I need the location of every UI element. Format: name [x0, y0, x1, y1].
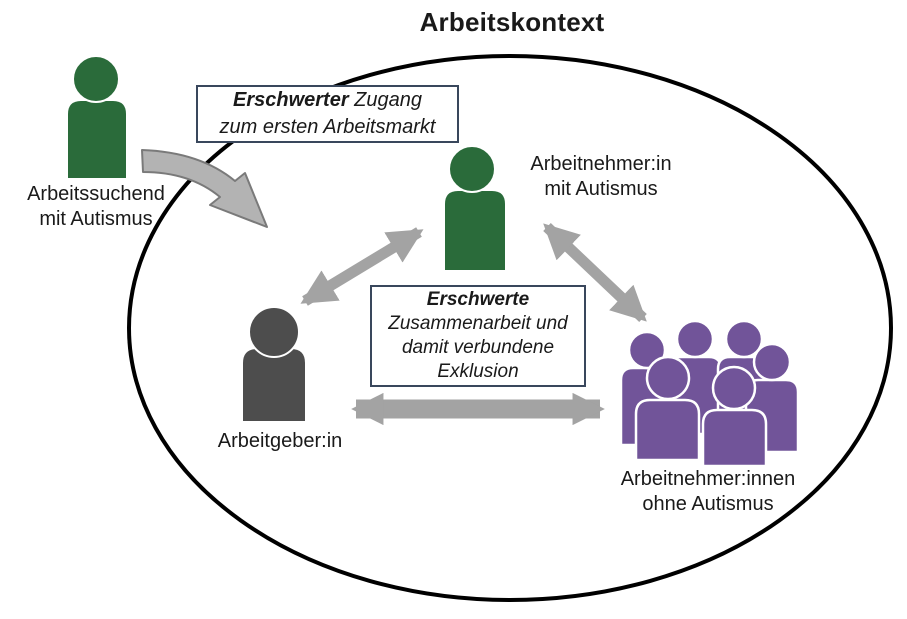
- access-callout-line2: zum ersten Arbeitsmarkt: [219, 116, 436, 138]
- employees-without-autism-label: Arbeitnehmer:innen ohne Autismus: [597, 467, 819, 517]
- diagram-title: Arbeitskontext: [419, 7, 605, 37]
- collaboration-callout-line1: Erschwerte: [426, 289, 530, 310]
- collaboration-callout-line2: Zusammenarbeit und: [388, 313, 568, 334]
- jobseeker-label-line1: Arbeitssuchend: [27, 183, 165, 205]
- collaboration-callout-line4: Exklusion: [437, 361, 519, 382]
- collaboration-callout-line3: damit verbundene: [401, 337, 555, 358]
- work-context-ellipse: [127, 54, 893, 602]
- employee-with-autism-label-line2: mit Autismus: [544, 178, 658, 200]
- employees-without-autism-label-line2: ohne Autismus: [642, 493, 774, 515]
- employer-label-line1: Arbeitgeber:in: [217, 430, 343, 452]
- employee-with-autism-person-icon: [445, 145, 505, 270]
- double-arrow-employer-employee-icon: [300, 227, 424, 306]
- access-callout-box: Erschwerter Zugang zum ersten Arbeitsmar…: [196, 85, 459, 143]
- jobseeker-label: Arbeitssuchend mit Autismus: [1, 182, 191, 232]
- collaboration-callout-box: Erschwerte Zusammenarbeit und damit verb…: [370, 285, 586, 387]
- jobseeker-label-line2: mit Autismus: [39, 208, 153, 230]
- employees-group-icon: [619, 319, 800, 468]
- employee-with-autism-label-line1: Arbeitnehmer:in: [530, 153, 672, 175]
- double-arrow-employee-group-icon: [543, 223, 647, 322]
- curved-entry-arrow-icon: [141, 149, 268, 228]
- employee-with-autism-label: Arbeitnehmer:in mit Autismus: [507, 152, 695, 202]
- access-callout-line1: Erschwerter Zugang: [232, 89, 422, 111]
- jobseeker-person-icon: [68, 55, 126, 178]
- employer-label: Arbeitgeber:in: [202, 429, 358, 454]
- employer-person-icon: [243, 306, 305, 421]
- employees-without-autism-label-line1: Arbeitnehmer:innen: [620, 468, 796, 490]
